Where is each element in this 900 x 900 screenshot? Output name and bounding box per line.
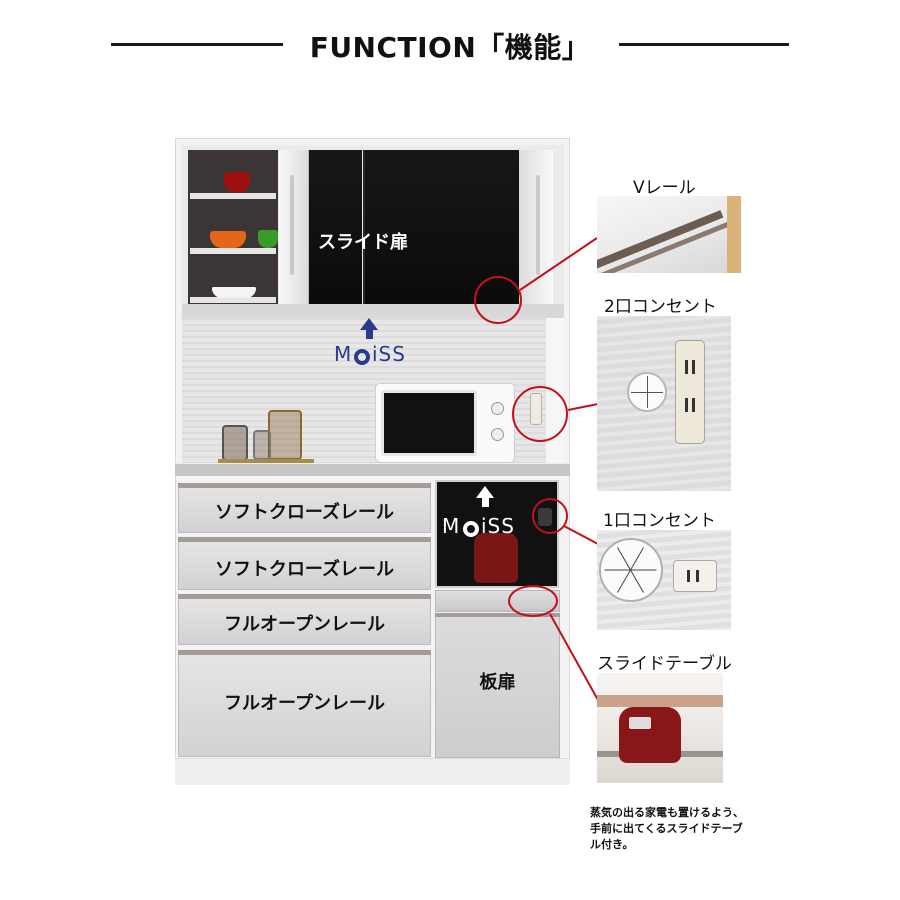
shelf-board [190,193,276,199]
power-strip-icon [675,340,705,444]
leader-line-single-outlet [563,525,599,545]
arrow-up-icon [360,318,378,330]
drawer-handle [178,483,431,488]
upper-cabinet-base [182,304,564,318]
arrow-stem [366,329,373,339]
socket-icon [687,570,699,582]
rice-cooker-icon [474,533,518,583]
logo-letter-m: M [442,514,461,538]
rail-bar [597,221,729,273]
door-handle [536,175,540,275]
sliding-door-label: スライド扉 [318,232,408,253]
rice-cooker-icon [619,707,681,763]
callout-circle-v-rail [474,276,522,324]
drawer-4 [178,653,431,757]
header-rule-right [619,43,789,46]
grommet-slit [631,392,663,393]
callout-circle-single-outlet [532,498,568,534]
callout-circle-double-outlet [512,386,568,442]
orange-cup-icon [210,231,246,248]
drawer-handle [178,594,431,599]
drawer-2-label: ソフトクローズレール [214,559,395,580]
drawer-1-label: ソフトクローズレール [214,502,395,523]
socket-icon [685,360,695,374]
logo-o-icon [463,521,479,537]
cabinet-shelf [597,695,723,707]
rail-bar [597,210,724,270]
wood-edge [727,196,741,273]
door-handle [290,175,294,275]
canister-icon [222,425,248,461]
board-door [435,616,560,758]
white-bowl-icon [212,287,256,298]
grommet-star-icon [604,569,657,571]
feature-label-v-rail: Vレール [633,178,696,198]
slide-table-caption: 蒸気の出る家電も置けるよう、 手前に出てくるスライドテーブ ル付き。 [590,805,790,853]
shelf-board [190,297,276,303]
v-rail-photo [597,196,741,273]
drawer-1 [178,485,431,533]
arrow-up-icon [476,486,494,498]
feature-label-single-outlet: 1口コンセント [603,511,716,531]
single-outlet-photo [597,530,731,630]
feature-label-double-outlet: 2口コンセント [604,297,717,317]
logo-letters: iSS [372,342,406,366]
caption-line: ル付き。 [590,838,634,851]
microwave-knob [491,428,504,441]
rice-cooker-panel [629,717,651,729]
microwave-knob [491,402,504,415]
plinth [175,758,570,785]
leader-line-slide-table [549,613,599,701]
board-door-label: 板扉 [479,672,516,693]
board-door-handle [435,613,560,617]
drawer-3-label: フルオープンレール [224,614,385,635]
caption-line: 手前に出てくるスライドテーブ [590,822,743,835]
red-bowl-icon [224,172,250,192]
socket-icon [685,398,695,412]
slide-table-photo [597,673,723,783]
logo-o-icon [354,349,370,365]
arrow-stem [482,497,489,507]
feature-label-slide-table: スライドテーブル [597,654,732,674]
double-outlet-photo [597,316,731,491]
header-rule-left [111,43,283,46]
microwave-window [381,390,477,456]
green-cup-icon [258,230,278,248]
leader-line-double-outlet [567,403,599,411]
drawer-4-label: フルオープンレール [224,693,385,714]
logo-letter-m: M [334,342,353,366]
white-door-left [279,150,309,304]
drawer-handle [178,537,431,542]
tray-icon [218,459,314,464]
outlet-block-icon [673,560,717,592]
leader-line-v-rail [519,237,598,291]
drawer-3 [178,597,431,645]
sliding-door-left [309,150,362,304]
caption-line: 蒸気の出る家電も置けるよう、 [590,806,744,819]
shelf-board [190,248,276,254]
page-title: FUNCTION「機能」 [309,31,591,64]
countertop [175,463,570,476]
logo-letters: iSS [481,514,515,538]
drawer-handle [178,650,431,655]
callout-circle-slide-table [508,585,558,617]
